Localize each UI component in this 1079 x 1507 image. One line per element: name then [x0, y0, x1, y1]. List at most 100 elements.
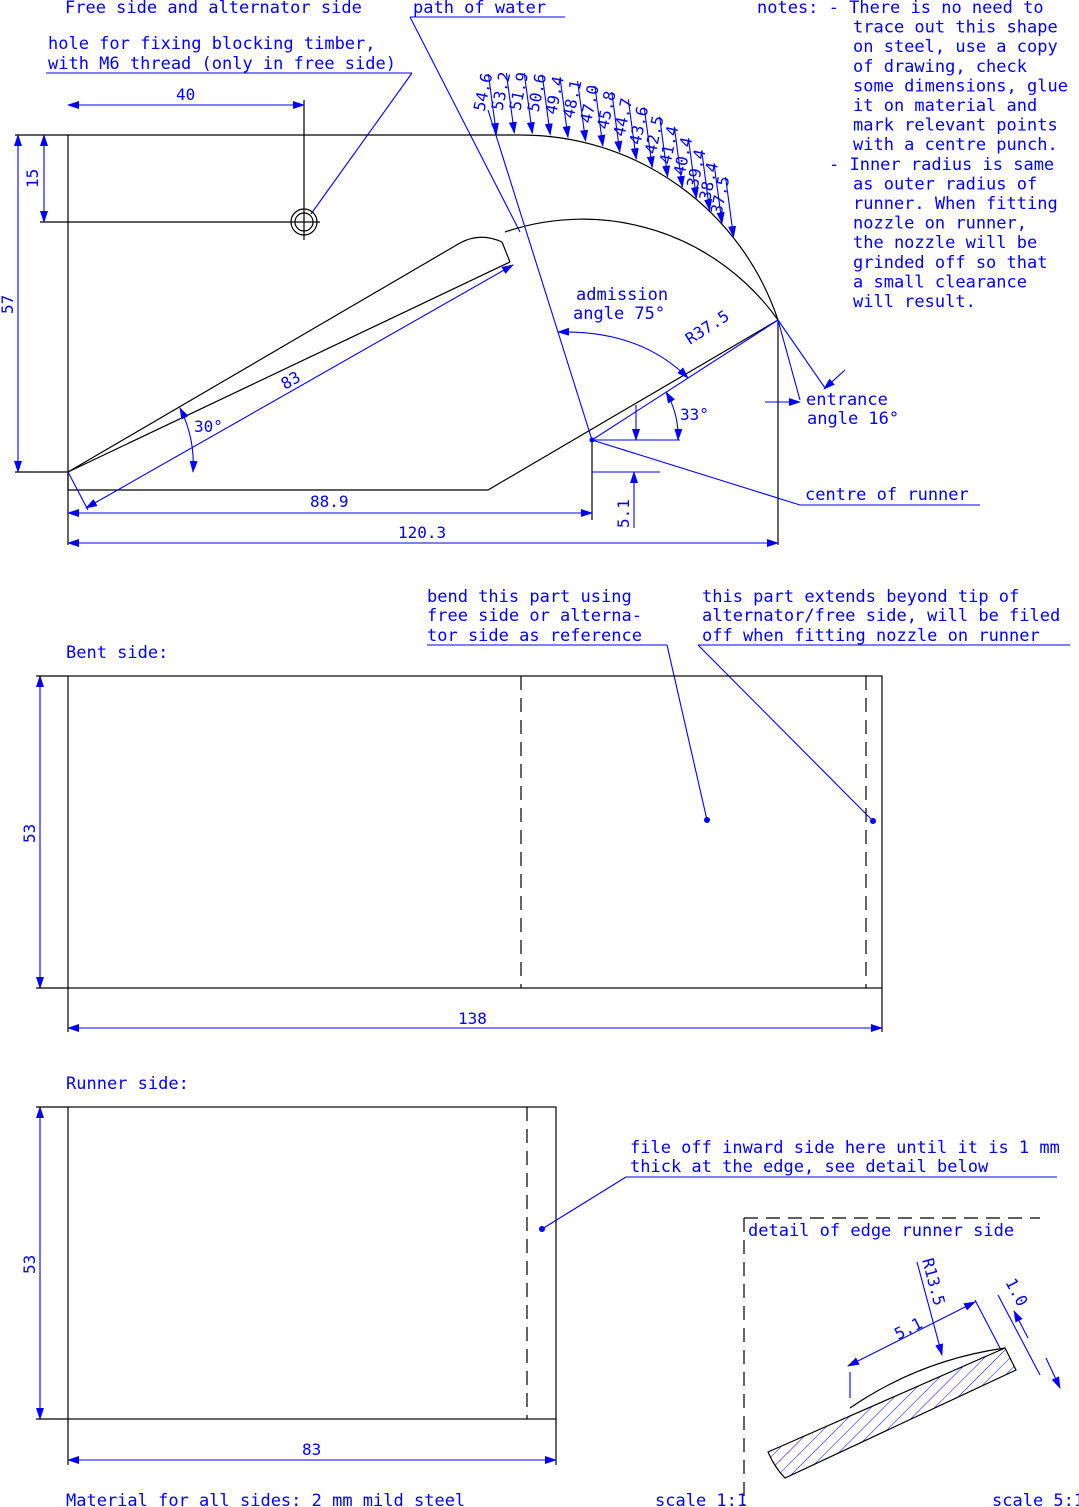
note-line: notes: - There is no need to — [757, 0, 1044, 18]
angle-33-arc — [665, 391, 683, 441]
bend-note-line1: bend this part using — [427, 587, 632, 607]
free-side-title: Free side and alternator side — [65, 0, 362, 18]
extend-leader-dot — [870, 818, 876, 824]
detail-10-arrow2 — [1045, 1357, 1061, 1389]
file-note-line1: file off inward side here until it is 1 … — [630, 1138, 1060, 1158]
note-line: the nozzle will be — [853, 233, 1037, 253]
arc-tick — [725, 177, 737, 239]
admission-line1: admission — [576, 285, 668, 305]
path-leader — [409, 16, 521, 233]
bent-side-view: Bent side: bend this part using free sid… — [20, 587, 1070, 1032]
admission-line2: angle 75° — [573, 304, 665, 324]
extend-leader — [697, 644, 874, 822]
nozzle-lower-edge — [67, 261, 511, 473]
bend-note-line3: tor side as reference — [427, 626, 642, 646]
runner-height-text: 53 — [20, 1255, 39, 1274]
detail-10-text: 1.0 — [1001, 1275, 1031, 1309]
dim-83-line — [85, 264, 514, 509]
detail-51-text: 5.1 — [891, 1314, 925, 1344]
entrance-line1: entrance — [806, 390, 888, 410]
arc-tick — [687, 138, 699, 200]
runner-side-view: Runner side: file off inward side here u… — [20, 1074, 1060, 1465]
scale-1-label: scale 1:1 — [655, 1491, 747, 1507]
note-line: - Inner radius is same — [829, 155, 1054, 175]
note-line: grinded off so that — [853, 253, 1047, 273]
angle-33-text: 33° — [680, 405, 709, 424]
detail-hatched-section — [767, 1347, 1017, 1479]
runner-width-text: 83 — [302, 1440, 321, 1459]
note-line: nozzle on runner, — [853, 214, 1027, 234]
bent-width-text: 138 — [458, 1009, 487, 1028]
centre-leader — [591, 439, 801, 506]
note-line: a small clearance — [853, 272, 1027, 292]
file-leader — [541, 1176, 627, 1230]
nozzle-inner-edge — [67, 236, 503, 473]
detail-10-arrow1 — [1013, 1310, 1029, 1339]
free-side-outline — [67, 134, 779, 491]
arc-tick — [523, 73, 535, 135]
scale-5-label: scale 5:1 — [992, 1491, 1079, 1507]
arc-tick — [594, 85, 606, 147]
runner-side-rect — [67, 1106, 557, 1420]
arc-tick — [659, 116, 671, 178]
entrance-ray — [777, 319, 801, 401]
detail-curve — [849, 1347, 1006, 1409]
bend-note-line2: free side or alterna- — [427, 606, 642, 626]
file-note-line2: thick at the edge, see detail below — [630, 1157, 989, 1177]
arc-tick — [643, 107, 655, 169]
extend-note-line3: off when fitting nozzle on runner — [702, 626, 1040, 646]
note-line: with a centre punch. — [853, 135, 1058, 155]
free-side-view: Free side and alternator side path of wa… — [0, 0, 1068, 547]
material-note: Material for all sides: 2 mm mild steel — [66, 1491, 465, 1507]
entrance-ray2 — [777, 319, 826, 389]
runner-side-title: Runner side: — [66, 1074, 189, 1094]
entrance-line2: angle 16° — [807, 409, 899, 429]
bent-side-rect — [67, 675, 883, 989]
dim-1203-text: 120.3 — [398, 523, 446, 542]
hole-leader — [310, 72, 413, 215]
arc-tick — [541, 74, 553, 136]
note-line: on steel, use a copy — [853, 37, 1058, 57]
dim-15-text: 15 — [23, 169, 42, 188]
arc-tick — [559, 77, 571, 139]
detail-51-dim — [847, 1301, 976, 1367]
runner-inner-arc — [504, 218, 779, 321]
detail-r135-leader — [916, 1261, 944, 1356]
detail-10-ext — [997, 1294, 1041, 1376]
radius-text: R37.5 — [682, 306, 733, 348]
hole-note-line1: hole for fixing blocking timber, — [48, 34, 376, 54]
bent-height-text: 53 — [20, 824, 39, 843]
dim-83-text: 83 — [278, 367, 304, 393]
note-line: runner. When fitting — [853, 194, 1058, 214]
note-line: trace out this shape — [853, 18, 1058, 38]
path-of-water-label: path of water — [413, 0, 546, 18]
arc-tick — [505, 72, 517, 135]
file-leader-dot — [539, 1226, 545, 1232]
admission-ray — [487, 109, 593, 441]
arc-tick — [673, 126, 685, 188]
edge-detail-view: detail of edge runner side 5.1 R13.5 1.0 — [743, 1217, 1061, 1505]
note-line: some dimensions, glue — [853, 76, 1068, 96]
note-line: of drawing, check — [853, 57, 1027, 77]
dim-40-text: 40 — [176, 85, 195, 104]
note-line: mark relevant points — [853, 116, 1058, 136]
arc-tick — [627, 99, 639, 161]
dim-83-ext — [67, 471, 89, 511]
note-line: it on material and — [853, 96, 1037, 116]
nozzle-tip-edge — [501, 241, 511, 263]
note-line: as outer radius of — [853, 174, 1037, 194]
bend-leader — [666, 644, 708, 821]
dim-57-text: 57 — [0, 295, 17, 314]
arc-dimension-values: 54.653.251.950.649.448.147.045.844.743.6… — [470, 70, 737, 239]
extend-note-line1: this part extends beyond tip of — [702, 587, 1019, 607]
angle-30-text: 30° — [194, 417, 223, 436]
centre-label: centre of runner — [805, 485, 969, 505]
note-line: will result. — [853, 292, 976, 312]
angle-30-arc — [179, 407, 198, 473]
extend-note-line2: alternator/free side, will be filed — [702, 606, 1060, 626]
hole-note-line2: with M6 thread (only in free side) — [48, 54, 396, 74]
dim-889-text: 88.9 — [310, 492, 349, 511]
dim-51-text: 5.1 — [614, 499, 633, 528]
radius-line — [591, 319, 779, 441]
